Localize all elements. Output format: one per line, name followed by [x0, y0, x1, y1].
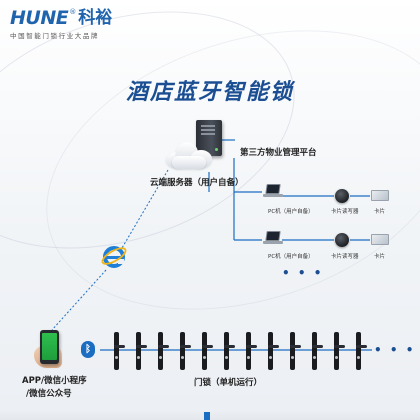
door-lock-label: 门锁（单机运行） [194, 378, 263, 388]
door-lock-icon [221, 332, 235, 370]
brand-en: HUNE [10, 7, 69, 29]
door-lock-icon [265, 332, 279, 370]
card-reader-label: 卡片读写器 [331, 254, 359, 260]
more-devices-dots: • • • [282, 266, 324, 280]
pc-label: PC机（用户自备） [268, 209, 314, 215]
pc-label: PC机（用户自备） [268, 254, 314, 260]
bluetooth-icon: ᛒ [81, 341, 95, 358]
door-lock-icon [243, 332, 257, 370]
door-lock-icon [133, 332, 147, 370]
door-lock-icon [111, 332, 125, 370]
third-party-platform-label: 第三方物业管理平台 [240, 148, 317, 158]
brand-cn: 科裕 [78, 8, 113, 28]
laptop-icon [263, 184, 283, 200]
ie-icon [101, 246, 127, 268]
card-label: 卡片 [374, 209, 386, 215]
card-reader-icon [335, 189, 349, 203]
door-lock-icon [287, 332, 301, 370]
door-lock-icon [155, 332, 169, 370]
bottom-strip [0, 410, 420, 420]
card-label: 卡片 [374, 254, 386, 260]
bottom-mark [204, 412, 210, 420]
door-lock-icon [199, 332, 213, 370]
card-icon [371, 234, 389, 245]
door-lock-icon [177, 332, 191, 370]
dashed-ie-to-phone [51, 269, 107, 331]
laptop-icon [263, 231, 283, 247]
logo: HUNE ® 科裕 中国智能门锁行业大品牌 [10, 8, 112, 40]
app-label-line1: APP/微信小程序 [22, 376, 87, 386]
page-title: 酒店蓝牙智能锁 [125, 80, 294, 105]
card-icon [371, 190, 389, 201]
registered-mark: ® [69, 8, 77, 16]
cloud-server-label: 云端服务器（用户自备） [150, 178, 244, 188]
more-locks-dots: • • • [374, 343, 416, 357]
cloud-icon [166, 140, 212, 170]
door-lock-icon [331, 332, 345, 370]
door-lock-icon [353, 332, 367, 370]
slogan: 中国智能门锁行业大品牌 [10, 32, 100, 40]
card-reader-icon [335, 233, 349, 247]
door-lock-icon [309, 332, 323, 370]
app-label-line2: /微信公众号 [26, 389, 72, 399]
phone-icon [40, 330, 59, 364]
card-reader-label: 卡片读写器 [331, 209, 359, 215]
dashed-cloud-to-ie [121, 169, 169, 249]
